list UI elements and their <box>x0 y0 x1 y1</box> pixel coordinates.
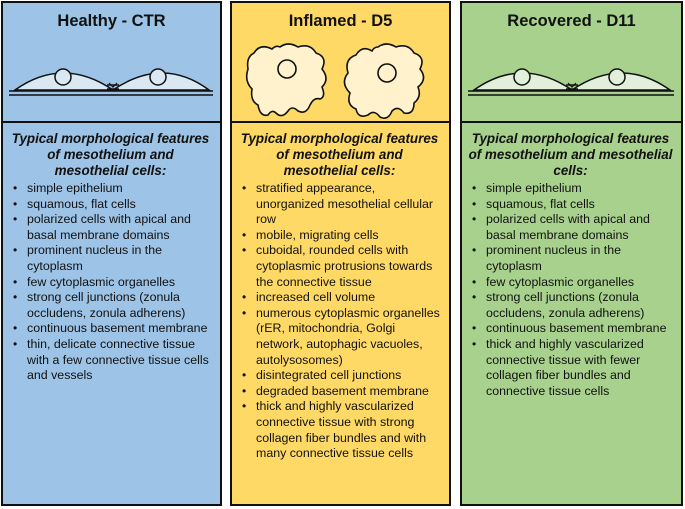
list-item: prominent nucleus in the cytoplasm <box>13 243 212 274</box>
list-item: strong cell junctions (zonula occludens,… <box>13 290 212 321</box>
features-heading: Typical morphological features of mesoth… <box>240 131 439 178</box>
features-heading: Typical morphological features of mesoth… <box>11 131 210 178</box>
list-item: degraded basement membrane <box>242 384 441 400</box>
features-list: stratified appearance, unorganized mesot… <box>238 181 441 462</box>
list-item: thick and highly vascularized connective… <box>472 337 673 399</box>
panel-title: Healthy - CTR <box>57 12 166 30</box>
features-heading: Typical morphological features of mesoth… <box>468 131 673 178</box>
inflamed-cells-illustration <box>232 39 449 121</box>
list-item: few cytoplasmic organelles <box>472 275 673 291</box>
divider <box>232 121 449 123</box>
divider <box>3 121 220 123</box>
list-item: cuboidal, rounded cells with cytoplasmic… <box>242 243 441 290</box>
list-item: continuous basement membrane <box>472 321 673 337</box>
panel-body: Typical morphological features of mesoth… <box>232 123 449 462</box>
flat-cells-illustration <box>3 39 220 121</box>
panel-title: Inflamed - D5 <box>288 12 393 30</box>
features-list: simple epithelium squamous, flat cells p… <box>9 181 212 384</box>
list-item: squamous, flat cells <box>13 197 212 213</box>
panel-inflamed: Inflamed - D5 Typical morphological feat… <box>230 1 451 506</box>
panel-body: Typical morphological features of mesoth… <box>3 123 220 384</box>
panel-healthy: Healthy - CTR Typical morphological feat… <box>1 1 222 506</box>
list-item: polarized cells with apical and basal me… <box>472 212 673 243</box>
list-item: increased cell volume <box>242 290 441 306</box>
list-item: stratified appearance, unorganized mesot… <box>242 181 441 228</box>
list-item: prominent nucleus in the cytoplasm <box>472 243 673 274</box>
list-item: simple epithelium <box>472 181 673 197</box>
list-item: mobile, migrating cells <box>242 228 441 244</box>
flat-cells-icon <box>9 68 213 96</box>
divider <box>462 121 681 123</box>
panel-body: Typical morphological features of mesoth… <box>462 123 681 399</box>
panel-title: Recovered - D11 <box>507 12 636 30</box>
panel-recovered: Recovered - D11 Typical morphological fe… <box>460 1 683 506</box>
flat-cells-icon <box>468 68 674 96</box>
list-item: simple epithelium <box>13 181 212 197</box>
list-item: few cytoplasmic organelles <box>13 275 212 291</box>
list-item: numerous cytoplasmic organelles (rER, mi… <box>242 306 441 368</box>
rounded-cells-icon <box>245 43 425 119</box>
flat-cells-illustration <box>462 39 681 121</box>
list-item: thick and highly vascularized connective… <box>242 399 441 461</box>
list-item: polarized cells with apical and basal me… <box>13 212 212 243</box>
list-item: disintegrated cell junctions <box>242 368 441 384</box>
list-item: thin, delicate connective tissue with a … <box>13 337 212 384</box>
list-item: strong cell junctions (zonula occludens,… <box>472 290 673 321</box>
list-item: continuous basement membrane <box>13 321 212 337</box>
features-list: simple epithelium squamous, flat cells p… <box>468 181 673 399</box>
list-item: squamous, flat cells <box>472 197 673 213</box>
